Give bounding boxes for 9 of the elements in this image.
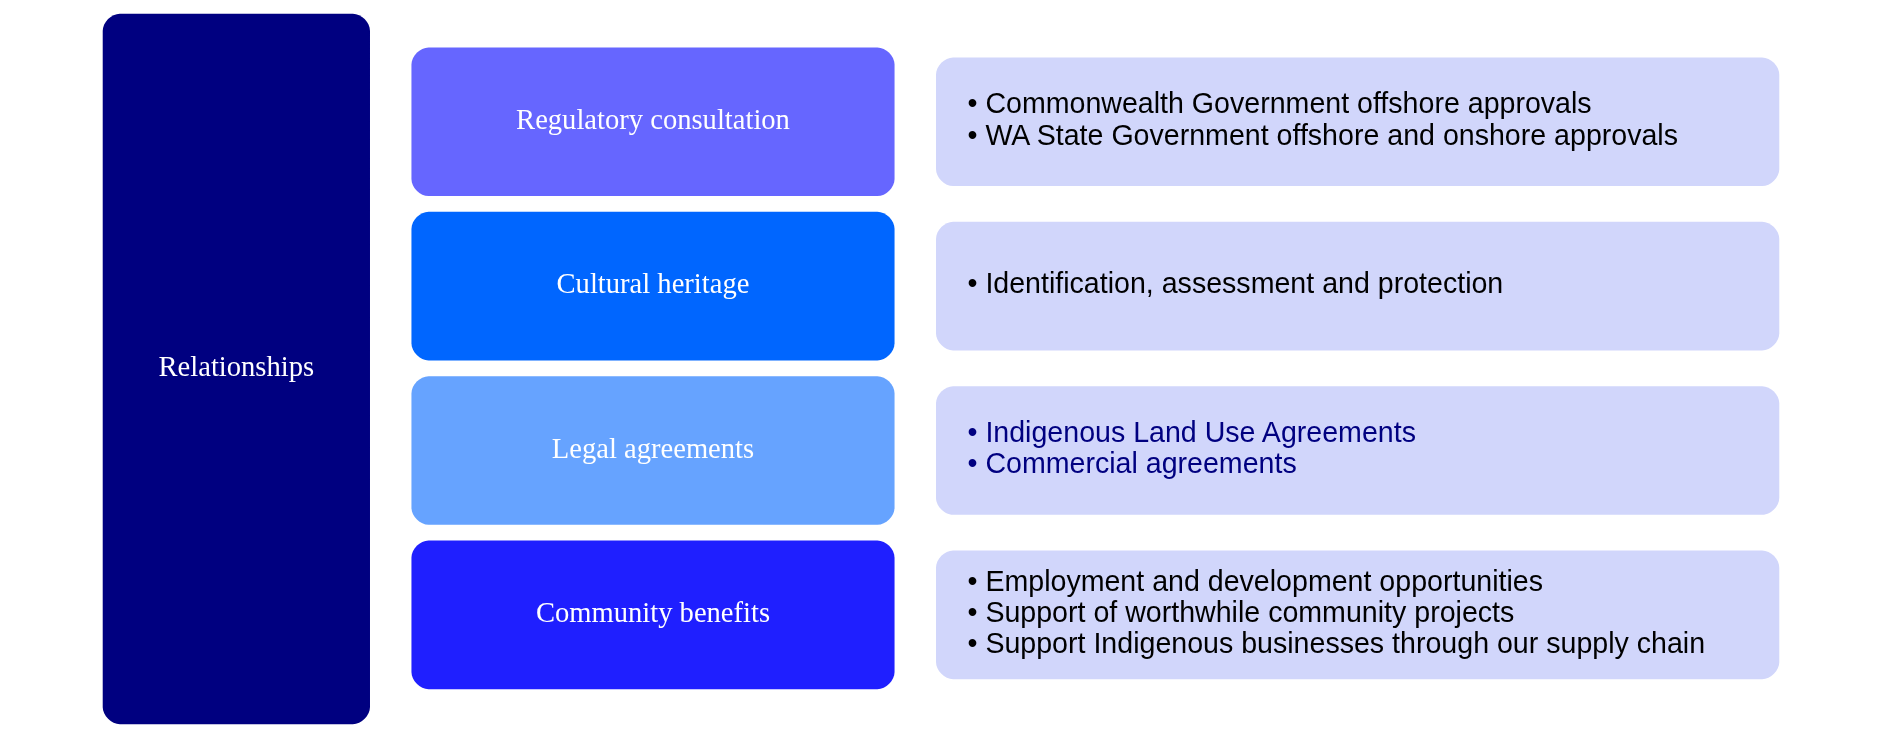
node-box: Community benefits [410, 540, 895, 690]
node-box: • Commonwealth Government offshore approvals • WA State Government offshore and onshore approvals [935, 57, 1779, 187]
node-box: Cultural heritage [410, 211, 895, 361]
node-box: • Indigenous Land Use Agreements • Commercial agreements [935, 386, 1779, 515]
node-box: Relationships [102, 13, 370, 725]
node-box: • Identification, assessment and protection [935, 221, 1779, 351]
node-box: Legal agreements [410, 376, 895, 525]
node-box: Regulatory consultation [410, 47, 895, 197]
node-box: • Employment and development opportunities • Support of worthwhile community projects • Support Indigenous businesses through our supply chain [935, 550, 1779, 680]
